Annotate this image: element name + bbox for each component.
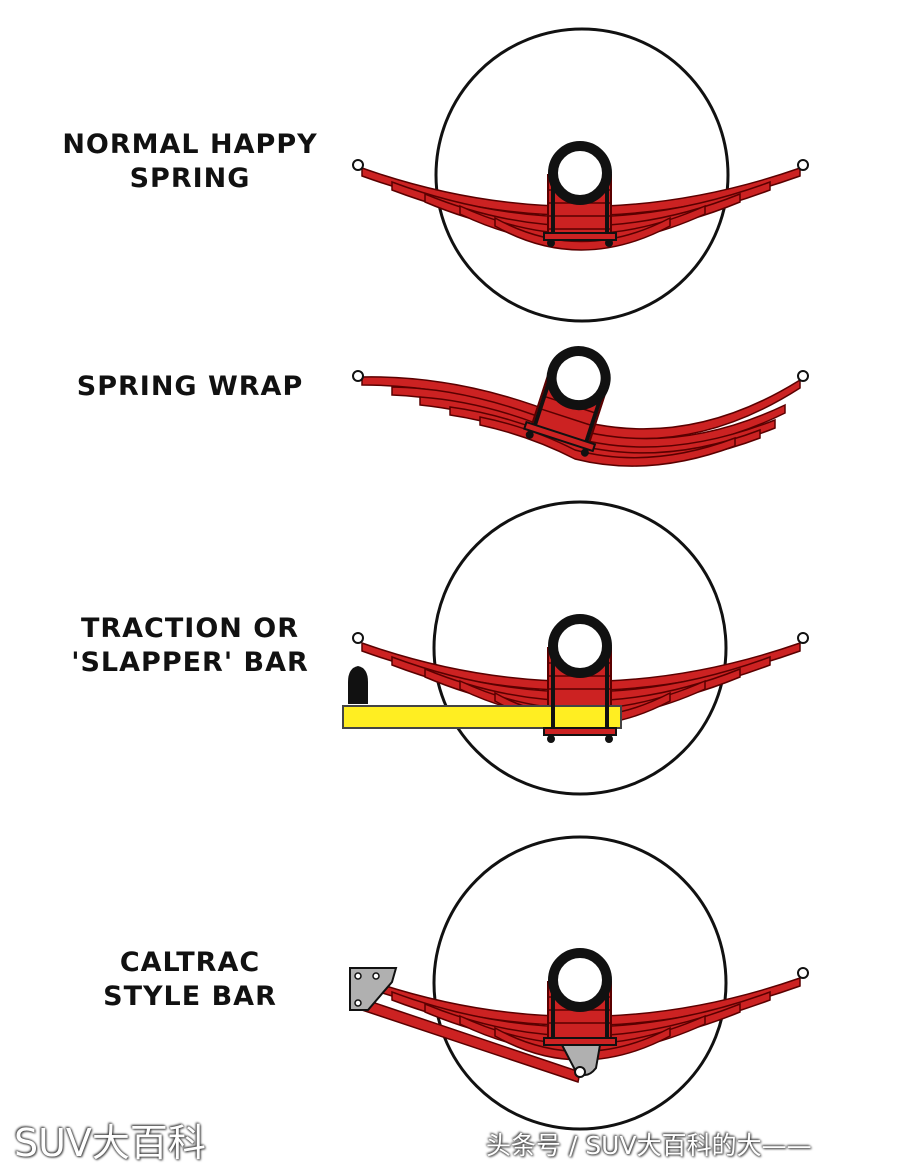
leaf-spring [361, 166, 801, 251]
axle-u-bolt [543, 141, 617, 247]
spring-eye-front [352, 159, 364, 171]
spring-eye-rear [797, 967, 809, 979]
snubber-bumper [348, 666, 368, 704]
spring-eye-front [352, 632, 364, 644]
lower-bracket [560, 1044, 602, 1076]
watermark-left: SUV大百科 [14, 1121, 206, 1165]
label-line: SPRING [129, 163, 251, 194]
normal-spring-diagram [352, 27, 809, 323]
wheel-outline [432, 835, 728, 1131]
panel-spring-wrap: SPRING WRAP [0, 330, 900, 490]
label-caltrac-bar: CALTRAC STYLE BAR [50, 946, 330, 1014]
axle-u-bolt-clamp [543, 614, 617, 743]
label-line: SPRING WRAP [76, 371, 304, 402]
leaf-spring [361, 976, 801, 1061]
panel-caltrac-bar: CALTRAC STYLE BAR [0, 810, 900, 1163]
front-mount-bracket [349, 967, 398, 1011]
spring-eye-rear [797, 370, 809, 382]
spring-eye-rear [797, 632, 809, 644]
watermark-right: 头条号 / SUV大百科的大—— [486, 1131, 812, 1160]
label-line: TRACTION OR [80, 613, 300, 644]
label-traction-bar: TRACTION OR 'SLAPPER' BAR [50, 612, 330, 680]
spring-eye-rear [797, 159, 809, 171]
wheel-outline [434, 27, 730, 323]
axle-u-bolt [543, 948, 617, 1046]
label-line: NORMAL HAPPY [62, 129, 318, 160]
caltrac-bar-diagram [349, 835, 809, 1131]
spring-eye-front [352, 370, 364, 382]
label-line: CALTRAC [119, 947, 261, 978]
label-normal-spring: NORMAL HAPPY SPRING [50, 128, 330, 196]
panel-traction-bar: TRACTION OR 'SLAPPER' BAR [0, 490, 900, 810]
panel-normal-spring: NORMAL HAPPY SPRING [0, 0, 900, 330]
traction-bar [342, 705, 622, 729]
bracket-hole [354, 972, 362, 980]
rotated-axle-u-bolt [523, 346, 611, 457]
lower-bracket-pivot [574, 1066, 586, 1078]
bracket-hole [354, 999, 362, 1007]
spring-wrap-diagram [352, 346, 809, 467]
traction-bar-diagram [342, 500, 809, 796]
label-spring-wrap: SPRING WRAP [50, 370, 330, 404]
label-line: 'SLAPPER' BAR [71, 647, 309, 678]
wheel-outline [432, 500, 728, 796]
label-line: STYLE BAR [103, 981, 277, 1012]
bracket-hole [372, 972, 380, 980]
